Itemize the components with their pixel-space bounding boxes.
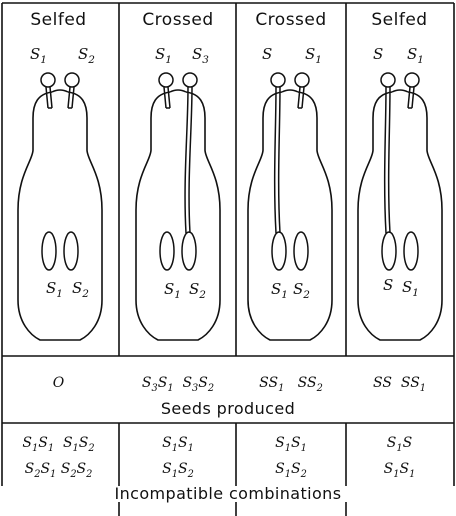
pollen-allele-label: S1 [30,47,47,66]
incompatible-cell-2-line-1: S1S1 [120,436,236,454]
incompatible-cell-2-line-2: S1S2 [120,462,236,480]
pollen-allele-label: S [373,47,383,62]
pollen-allele-label: S1 [305,47,322,66]
ovule [382,232,396,270]
pollen-grain [271,73,285,87]
incompatible-combinations-caption: Incompatible combinations [0,486,456,502]
stigma-notch [170,90,186,92]
style-allele-label: S2 [189,282,206,301]
style-allele-label: S1 [46,281,63,300]
column-4-heading: Selfed [346,12,453,29]
seeds-cell-3: SS1 SS2 [236,376,346,394]
pollen-tube-short [68,87,74,108]
stigma-notch [282,90,298,92]
ovule [294,232,308,270]
pollen-grain [183,73,197,87]
ovule [160,232,174,270]
ovule [404,232,418,270]
ovule [272,232,286,270]
pollen-tube-long [275,87,276,233]
pistil-outline [248,92,332,340]
pollen-grain [159,73,173,87]
ovule [42,232,56,270]
pollen-grain [41,73,55,87]
pollen-tube-long [385,87,386,233]
seeds-produced-caption: Seeds produced [0,401,456,417]
pollen-tube-short [46,87,52,108]
pollen-tube-long [279,87,280,233]
pollen-allele-label: S2 [78,47,95,66]
pollen-tube-long [189,87,192,233]
seeds-cell-4: SS SS1 [346,376,453,394]
pollen-grain [295,73,309,87]
style-allele-label: S1 [402,280,419,299]
seeds-cell-1: O [0,376,117,390]
pollen-allele-label: S1 [155,47,172,66]
pistil-outline [136,92,220,340]
column-2-heading: Crossed [120,12,236,29]
stigma-notch [52,90,68,92]
pollen-allele-label: S3 [192,47,209,66]
style-allele-label: S1 [271,282,288,301]
stigma-notch [392,90,408,92]
pollen-tube-short [164,87,170,108]
pollen-tube-long [185,87,188,233]
incompatible-cell-1-line-2: S2S1 S2S2 [0,462,117,480]
seeds-cell-2: S3S1 S3S2 [120,376,236,394]
style-allele-label: S1 [164,282,181,301]
pollen-grain [65,73,79,87]
incompatible-cell-1-line-1: S1S1 S1S2 [0,436,117,454]
column-3-heading: Crossed [236,12,346,29]
pistil-outline [358,92,442,340]
style-allele-label: S2 [72,281,89,300]
ovule [182,232,196,270]
pollen-grain [381,73,395,87]
incompatible-cell-4-line-2: S1S1 [346,462,453,480]
incompatible-cell-3-line-2: S1S2 [236,462,346,480]
pollen-grain [405,73,419,87]
pollen-allele-label: S1 [407,47,424,66]
ovule [64,232,78,270]
incompatible-cell-4-line-1: S1S [346,436,453,454]
incompatible-cell-3-line-1: S1S1 [236,436,346,454]
pollen-tube-short [298,87,304,108]
pollen-allele-label: S [262,47,272,62]
style-allele-label: S2 [293,282,310,301]
pollen-tube-short [408,87,414,108]
style-allele-label: S [383,278,393,293]
column-1-heading: Selfed [0,12,117,29]
pollen-tube-long [389,87,390,233]
pistil-outline [18,92,102,340]
